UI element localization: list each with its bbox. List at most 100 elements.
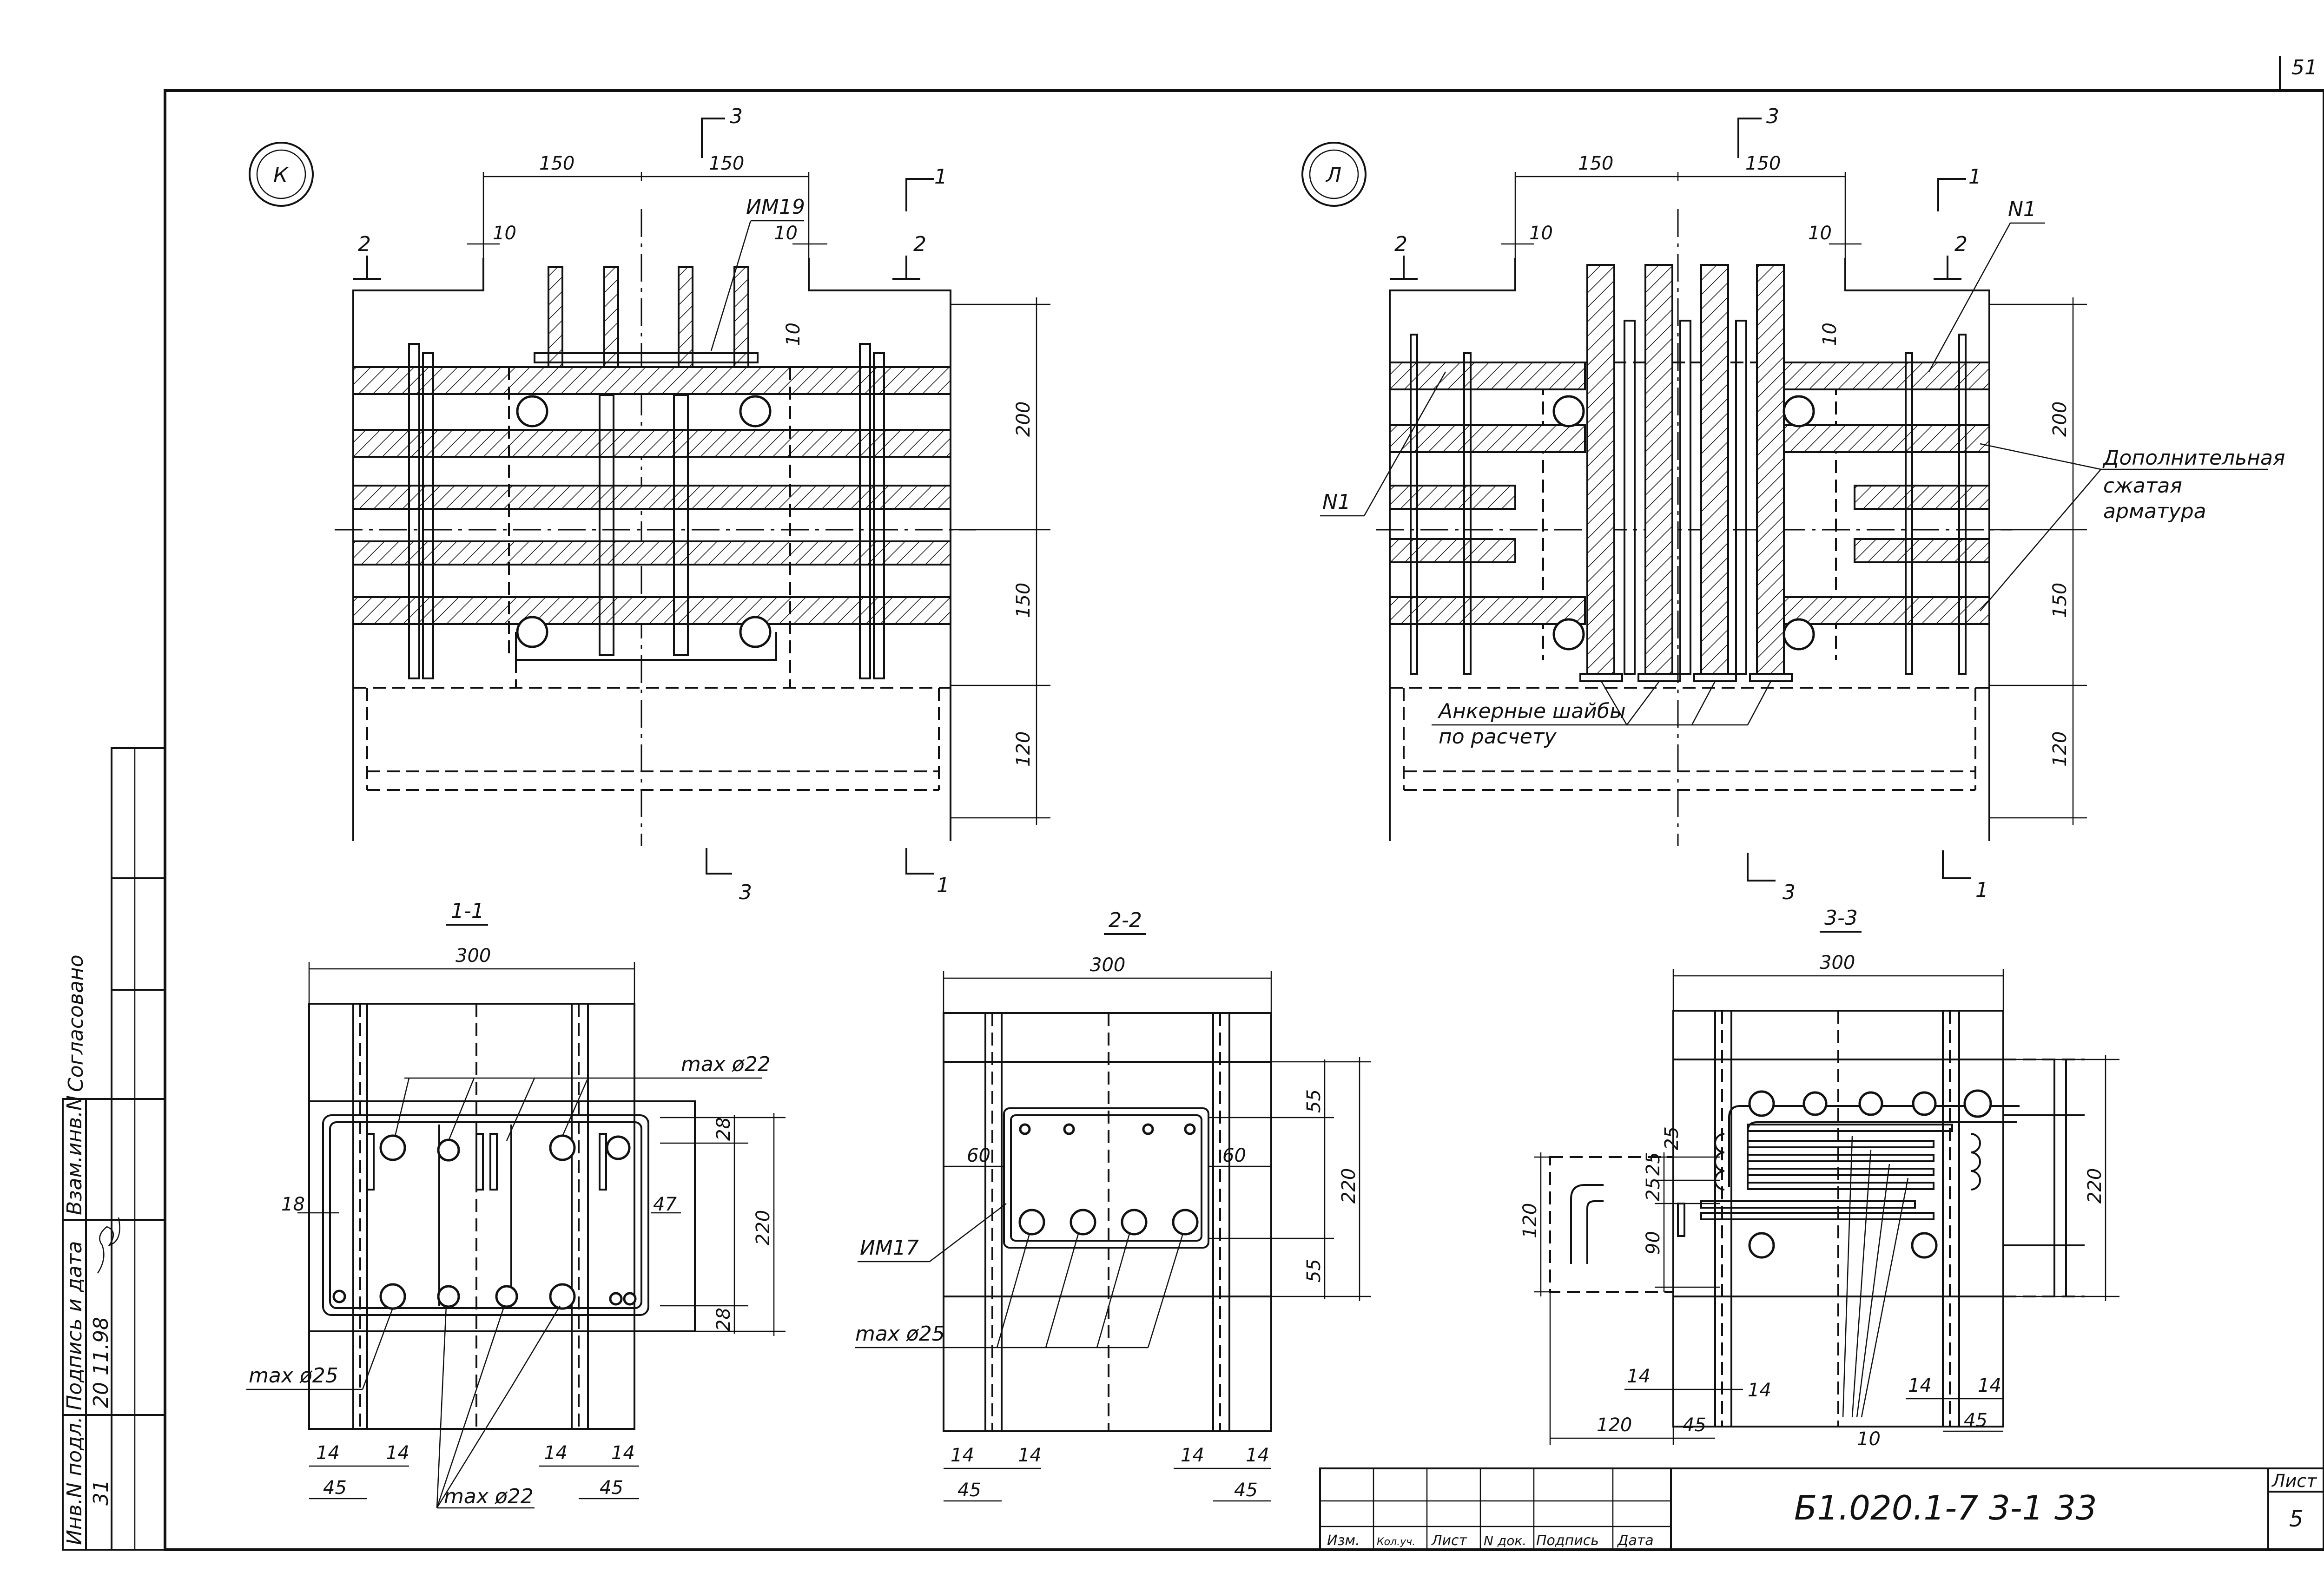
- cut-3-top: 3: [730, 105, 743, 128]
- dim-120: 120: [1013, 731, 1034, 767]
- dim-150: 150: [1745, 153, 1781, 174]
- dim-120: 120: [1519, 1203, 1541, 1238]
- series-number: 33: [2054, 1488, 2097, 1527]
- inv-value: 31: [89, 1480, 113, 1506]
- dim-14: 14: [316, 1442, 340, 1464]
- page-number: 51: [2291, 56, 2317, 79]
- dim-10: 10: [493, 223, 516, 244]
- dim-14: 14: [1748, 1380, 1771, 1401]
- dim-14: 14: [1908, 1375, 1932, 1396]
- vzam-label: Взам.инв.N: [63, 1095, 86, 1215]
- date-value: 20 11.98: [89, 1317, 113, 1408]
- dim-28: 28: [713, 1308, 734, 1331]
- cut-2-left: 2: [1394, 232, 1407, 256]
- dim-14: 14: [1018, 1445, 1042, 1466]
- dim-55: 55: [1303, 1259, 1325, 1283]
- dim-10: 10: [1808, 223, 1832, 244]
- label-n1-left: N1: [1322, 490, 1351, 514]
- extra-rebar-line3: арматура: [2103, 500, 2206, 523]
- stamp-field: Изм.: [1327, 1533, 1360, 1549]
- dim-10: 10: [1529, 223, 1553, 244]
- cut-2-left: 2: [358, 232, 371, 256]
- stamp-field: Лист: [1431, 1533, 1468, 1549]
- section-3-3: 3-3 300: [1519, 906, 2119, 1450]
- dim-60: 60: [967, 1145, 990, 1166]
- dim-300: 300: [1820, 952, 1855, 974]
- dim-10: 10: [1857, 1428, 1881, 1450]
- extra-rebar-line1: Дополнительная: [2102, 446, 2285, 470]
- dim-45: 45: [1234, 1480, 1258, 1501]
- label-max22-bottom: max ø22: [444, 1485, 534, 1508]
- dim-14: 14: [544, 1442, 568, 1464]
- dim-25: 25: [1643, 1178, 1664, 1201]
- dim-10: 10: [783, 322, 804, 346]
- cut-2-right: 2: [913, 232, 926, 256]
- anchor-washers-line2: по расчету: [1439, 725, 1557, 749]
- cut-1-bottom: 1: [1975, 878, 1988, 902]
- dim-14: 14: [386, 1442, 409, 1464]
- dim-14: 14: [1627, 1366, 1651, 1387]
- signature-mark: [97, 1217, 120, 1274]
- section-title: 3-3: [1824, 906, 1858, 930]
- dim-300: 300: [456, 945, 491, 967]
- dim-200: 200: [1013, 401, 1034, 437]
- node-l-view: Л: [1301, 105, 2285, 904]
- dim-200: 200: [2049, 401, 2071, 437]
- label-max25: max ø25: [855, 1322, 945, 1346]
- sheet-frame: 51: [164, 56, 2324, 1551]
- cut-3-bottom: 3: [1783, 881, 1796, 904]
- part-im17: ИМ17: [860, 1236, 919, 1260]
- anchor-washers-line1: Анкерные шайбы: [1437, 699, 1626, 723]
- cut-3-bottom: 3: [739, 881, 752, 904]
- stamp-field: Дата: [1617, 1533, 1654, 1549]
- section-title: 1-1: [451, 899, 484, 923]
- sheet-label: Лист: [2271, 1471, 2317, 1491]
- dim-28: 28: [713, 1117, 734, 1141]
- cut-1-top: 1: [934, 165, 947, 189]
- stamp-field: Кол.уч.: [1377, 1536, 1415, 1548]
- dim-25: 25: [1643, 1152, 1664, 1176]
- dim-60: 60: [1222, 1145, 1246, 1166]
- label-max22-top: max ø22: [681, 1053, 771, 1076]
- sign-date-label: Подпись и дата: [63, 1241, 86, 1410]
- extra-rebar-line2: сжатая: [2103, 474, 2182, 498]
- dim-10: 10: [1819, 322, 1841, 346]
- dim-14: 14: [951, 1445, 974, 1466]
- title-block: Изм. Кол.уч. Лист N док. Подпись Дата Б1…: [1319, 1467, 2324, 1551]
- dim-45: 45: [323, 1477, 347, 1499]
- dim-45: 45: [1683, 1414, 1706, 1436]
- left-stamp: Согласовано Взам.инв.N Подпись и дата Ин…: [62, 747, 166, 1551]
- dim-150: 150: [2049, 583, 2071, 618]
- label-n1-top: N1: [2008, 197, 2036, 221]
- dim-47: 47: [653, 1194, 677, 1215]
- dim-220: 220: [1338, 1168, 1360, 1204]
- dim-14: 14: [1246, 1445, 1269, 1466]
- stamp-field: Подпись: [1536, 1533, 1599, 1549]
- label-max25: max ø25: [249, 1364, 338, 1388]
- node-l-marker: Л: [1325, 164, 1341, 187]
- node-k-marker: К: [273, 164, 289, 187]
- dim-45: 45: [600, 1477, 623, 1499]
- section-2-2: 2-2 300 60 60 55 55: [855, 908, 1371, 1502]
- dim-14: 14: [1181, 1445, 1204, 1466]
- cut-1-bottom: 1: [937, 874, 950, 897]
- dim-150: 150: [1013, 583, 1034, 618]
- cut-2-right: 2: [1954, 232, 1967, 256]
- stamp-field: N док.: [1484, 1533, 1526, 1548]
- dim-45: 45: [1964, 1410, 1987, 1431]
- section-1-1: 1-1 300: [246, 899, 786, 1509]
- dim-45: 45: [957, 1480, 981, 1501]
- dim-150: 150: [1578, 153, 1613, 174]
- dim-150: 150: [539, 153, 574, 174]
- inv-label: Инв.N подл.: [63, 1416, 86, 1545]
- dim-25: 25: [1661, 1126, 1683, 1150]
- dim-14: 14: [1978, 1375, 2001, 1396]
- part-im19: ИМ19: [746, 195, 805, 219]
- dim-14: 14: [611, 1442, 635, 1464]
- dim-10: 10: [774, 223, 798, 244]
- dim-220: 220: [753, 1210, 774, 1245]
- dim-90: 90: [1643, 1231, 1664, 1255]
- cut-3-top: 3: [1766, 105, 1779, 128]
- cut-1-top: 1: [1968, 165, 1981, 189]
